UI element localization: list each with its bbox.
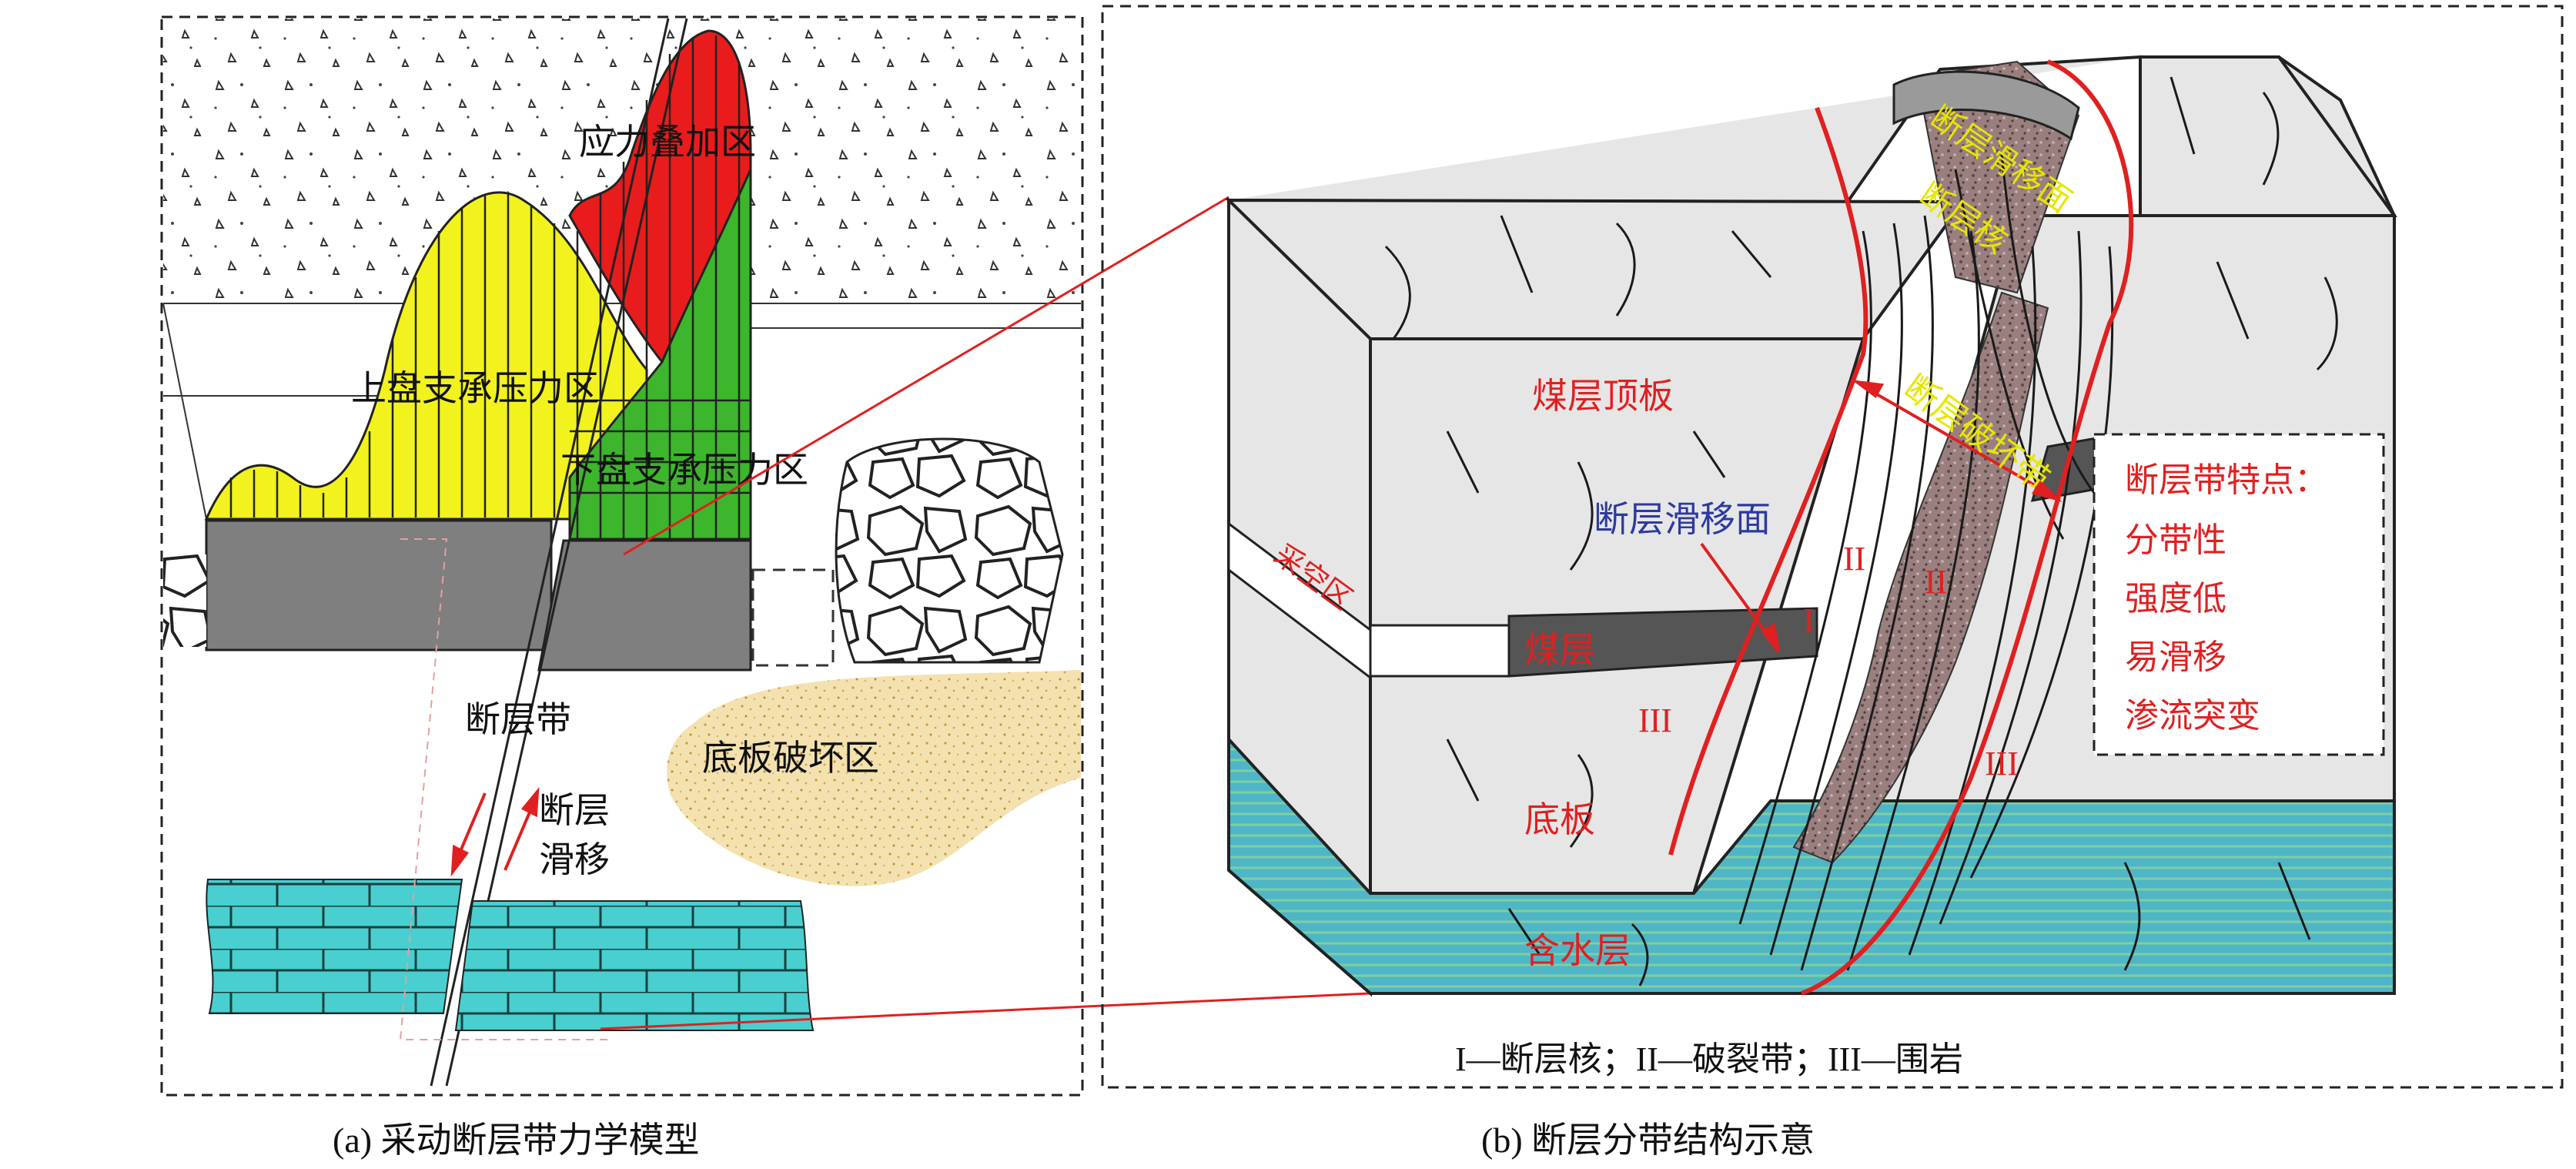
label-aquifer: 含水层 <box>1524 930 1631 971</box>
aquifer-right <box>454 900 815 1031</box>
hanging-wall-pressure-zone <box>204 191 648 521</box>
label-roof: 煤层顶板 <box>1532 375 1674 417</box>
goaf-front <box>1369 624 1510 678</box>
label-floor: 底板 <box>1524 799 1595 840</box>
label-roman-2a: II <box>1843 540 1865 578</box>
label-roman-3b: III <box>1985 745 2019 782</box>
aquifer-band <box>1227 735 2396 995</box>
broken-rock-zone <box>835 437 1064 664</box>
features-item: 分带性 <box>2125 521 2226 560</box>
fracture-lines <box>1384 76 2365 986</box>
fault-plane-arrow <box>1700 542 1780 653</box>
label-floor-damage: 底板破坏区 <box>702 737 879 779</box>
caption-b: (b) 断层分带结构示意 <box>1481 1120 1815 1160</box>
panel-a: 应力叠加区 上盘支承压力区 下盘支承压力区 断层带 断层 滑移 底板破坏区 (a… <box>160 15 1084 1160</box>
features-box <box>2093 433 2385 756</box>
label-roman-1: I <box>1803 601 1815 639</box>
label-stress-overlap: 应力叠加区 <box>579 121 756 162</box>
label-roman-2b: II <box>1925 563 1947 601</box>
damage-zone-boundaries <box>1668 59 2134 996</box>
features-item: 强度低 <box>2125 579 2226 618</box>
slip-arrows <box>450 786 540 877</box>
label-fault-slip-2: 滑移 <box>539 839 610 880</box>
label-fault-slip-1: 断层 <box>539 789 610 831</box>
coal-seam-left <box>205 519 553 651</box>
footwall-pressure-zone <box>568 169 752 541</box>
caption-a: (a) 采动断层带力学模型 <box>333 1120 700 1160</box>
features-item: 渗流突变 <box>2125 696 2260 735</box>
panel-b-frame <box>1101 5 2564 1089</box>
label-roman-3a: III <box>1638 702 1672 739</box>
goaf-zone <box>1227 521 1372 681</box>
floor-damage-zone <box>667 670 1081 886</box>
aquifer-left <box>206 879 463 1014</box>
label-footwall-zone: 下盘支承压力区 <box>560 449 808 491</box>
label-fault-plane: 断层滑移面 <box>1594 498 1771 540</box>
label-hanging-wall-zone: 上盘支承压力区 <box>351 367 599 409</box>
damage-zone-arrow <box>1851 380 2062 502</box>
features-item: 易滑移 <box>2125 638 2226 677</box>
zoom-connectors <box>600 196 1371 1030</box>
coal-seam-right <box>537 539 752 672</box>
panel-a-frame <box>160 15 1084 1097</box>
features-title: 断层带特点： <box>2125 461 2328 500</box>
zone-legend: I—断层核；II—破裂带；III—围岩 <box>1455 1040 1963 1078</box>
panel-b: 煤层顶板 断层滑移面 采空区 煤层 底板 含水层 断层滑移面 断层核 断层破坏带… <box>1101 5 2564 1160</box>
label-coal-seam: 煤层 <box>1524 629 1595 671</box>
label-fault-zone: 断层带 <box>465 698 571 740</box>
pressure-arrows <box>229 35 751 539</box>
